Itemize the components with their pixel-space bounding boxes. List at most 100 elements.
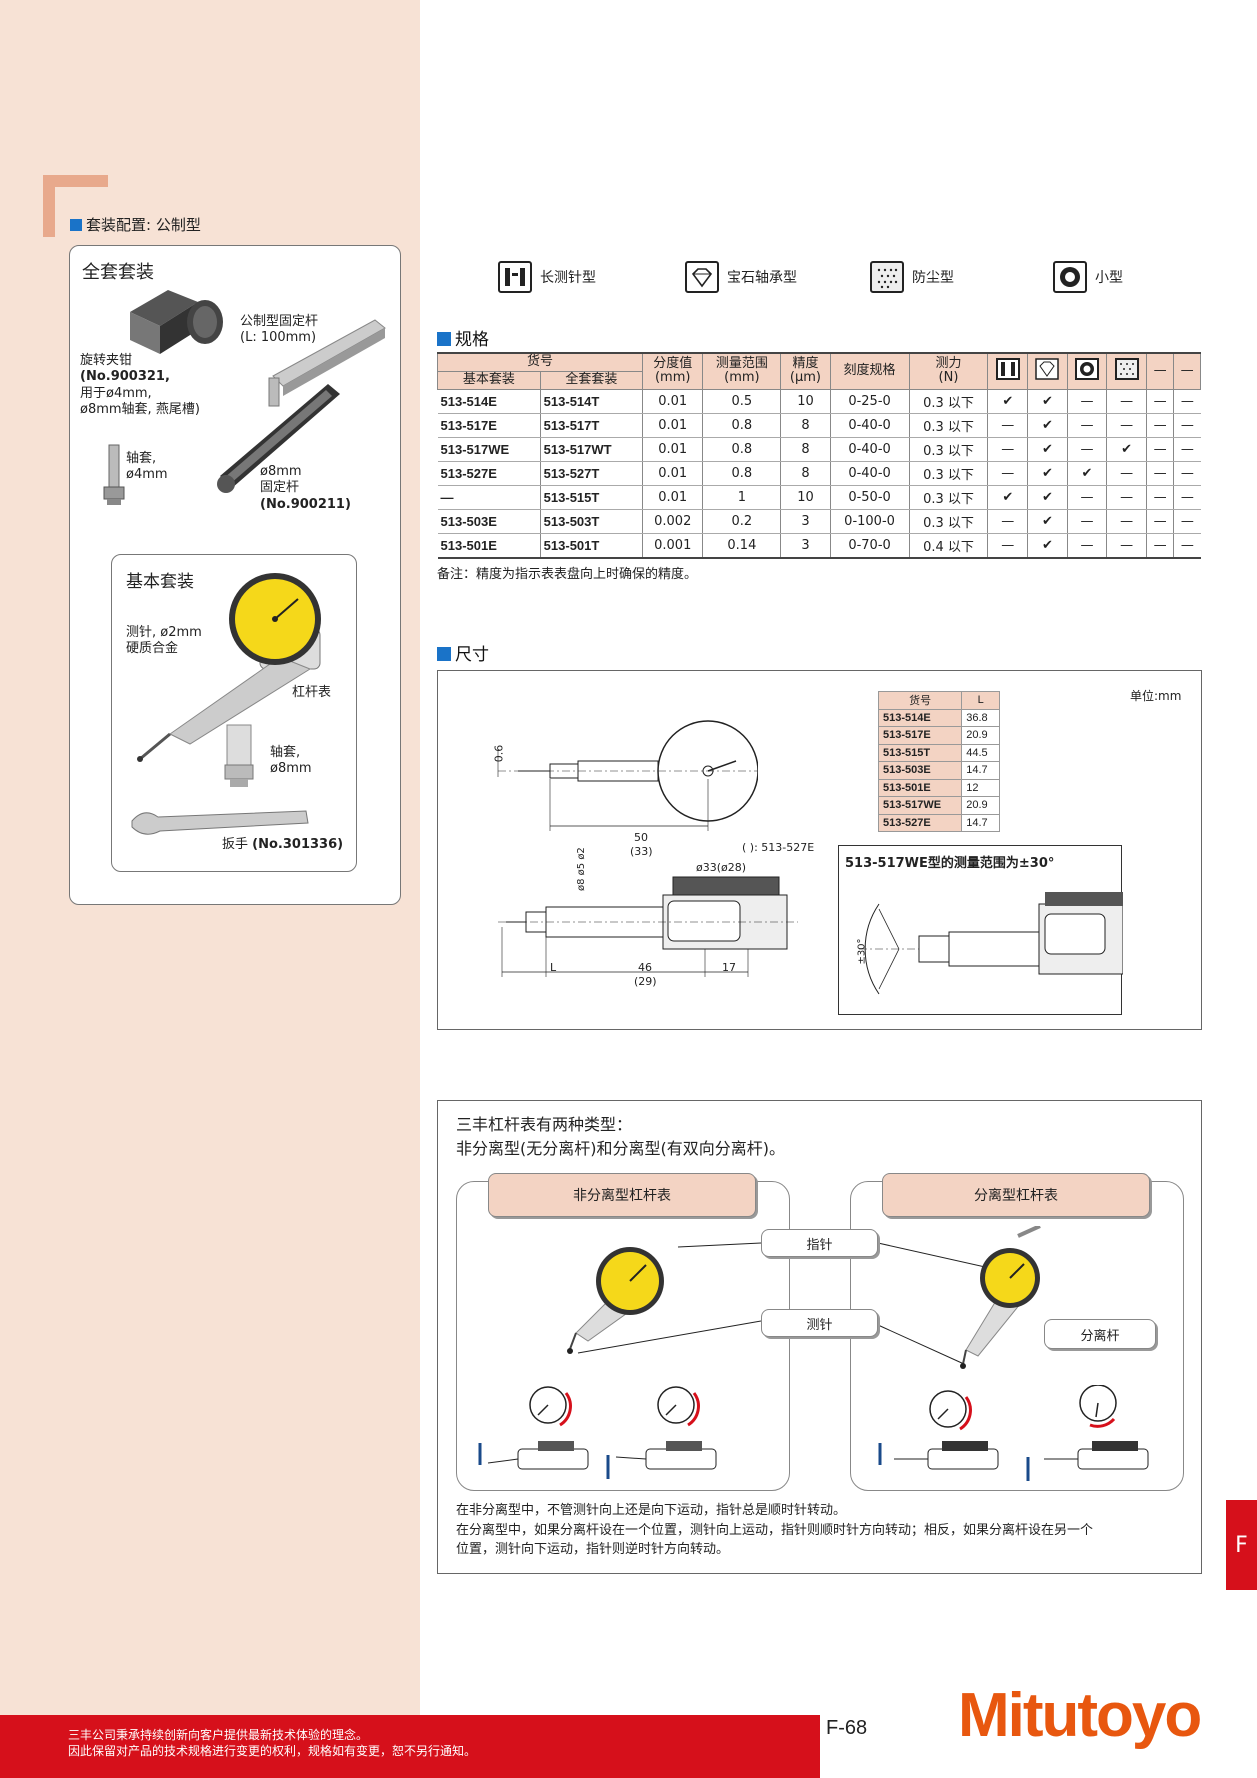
non-separable-title: 非分离型杠杆表 <box>488 1173 756 1217</box>
spec-cell: 0.001 <box>642 533 703 559</box>
types-title: 三丰杠杆表有两种类型： 非分离型(无分离杆)和分离型(有双向分离杆)。 <box>456 1113 785 1161</box>
compact-icon <box>1053 261 1087 293</box>
jewel-bearing-icon <box>685 261 719 293</box>
spec-cell: 0-40-0 <box>829 413 909 438</box>
spec-cell: 513-501E <box>437 533 541 559</box>
spec-cell: — <box>1066 413 1107 438</box>
wrench-number: (No.301336) <box>252 837 344 852</box>
spec-header-dash-1: — <box>1145 352 1175 390</box>
spec-cell: ✔ <box>1066 461 1107 486</box>
spec-cell: 0-50-0 <box>829 485 909 510</box>
spec-cell: 0.01 <box>642 413 703 438</box>
full-set-panel: 全套套装 旋转夹钳 (No.900321, 用于ø4mm, ø8mm轴套, 燕尾… <box>69 245 401 905</box>
lengths-value-cell: 14.7 <box>961 761 1000 780</box>
spec-cell: ✔ <box>1027 533 1068 559</box>
dim-l: L <box>550 961 557 974</box>
spec-cell: 0-70-0 <box>829 533 909 559</box>
section-tab-f: F <box>1226 1500 1257 1590</box>
spec-cell: 513-517WE <box>437 437 541 462</box>
spec-cell: 0.3 以下 <box>908 509 988 534</box>
spec-header-dustproof <box>1106 352 1147 390</box>
spec-cell: 0.3 以下 <box>908 437 988 462</box>
dim-29: (29) <box>634 975 657 988</box>
legend-compact-label: 小型 <box>1095 270 1123 286</box>
spec-cell: — <box>1145 533 1174 559</box>
spec-cell: 513-527E <box>437 461 541 486</box>
spec-cell: ✔ <box>1106 437 1147 462</box>
sleeve-8mm-illustration <box>224 724 254 787</box>
spec-cell: — <box>1173 437 1201 462</box>
spec-cell: 8 <box>780 437 831 462</box>
spec-header-accuracy: 精度 (µm) <box>780 352 831 390</box>
dimensions-title-text: 尺寸 <box>455 645 489 665</box>
spec-cell: 0.5 <box>702 389 781 414</box>
spec-cell: 3 <box>780 533 831 559</box>
spec-cell: ✔ <box>1027 509 1068 534</box>
brand-logo: Mitutoyo <box>958 1681 1202 1750</box>
spec-cell: 0.3 以下 <box>908 461 988 486</box>
spec-cell: ✔ <box>1027 437 1068 462</box>
spec-cell: — <box>1173 413 1201 438</box>
spec-header-range: 测量范围 (mm) <box>702 352 782 390</box>
long-stylus-icon <box>995 357 1020 380</box>
basic-set-panel: 基本套装 测针, ø2mm 硬质合金 杠杆表 轴套, ø8mm 扳手 (No.3… <box>111 554 357 872</box>
spec-cell: — <box>1066 509 1107 534</box>
connector-lines <box>577 1242 1004 1365</box>
lengths-value-cell: 44.5 <box>961 743 1000 762</box>
spec-cell: 0-40-0 <box>829 437 909 462</box>
lengths-model-cell: 513-517WE <box>877 796 963 815</box>
lengths-value-cell: 12 <box>961 778 1000 797</box>
separable-indicator <box>960 1226 1041 1369</box>
section-square-icon <box>437 332 451 346</box>
dim-50: 50 <box>634 831 648 844</box>
lengths-value-cell: 20.9 <box>961 726 1000 745</box>
full-set-title: 全套套装 <box>82 262 154 283</box>
spec-cell: — <box>1173 509 1201 534</box>
dim-46: 46 <box>638 961 652 974</box>
wrench-illustration <box>131 810 309 835</box>
lengths-header-model: 货号 <box>877 691 963 710</box>
pointer-callout: 指针 <box>761 1229 878 1257</box>
footer-line1: 三丰公司秉承持续创新向客户提供最新技术体验的理念。 <box>68 1728 369 1742</box>
spec-cell: — <box>1066 533 1107 559</box>
lengths-model-cell: 513-527E <box>877 813 963 832</box>
basic-set-title: 基本套装 <box>126 572 194 592</box>
separable-motion-diagram <box>878 1385 1149 1481</box>
clamp-label: 旋转夹钳 (No.900321, 用于ø4mm, ø8mm轴套, 燕尾槽) <box>80 353 220 418</box>
lengths-value-cell: 20.9 <box>961 796 1000 815</box>
rod-8mm-illustration <box>217 384 340 493</box>
metric-rod-label: 公制型固定杆 (L: 100mm) <box>240 314 319 346</box>
spec-table: 货号 分度值 (mm) 测量范围 (mm) 精度 (µm) 刻度规格 测力 (N… <box>436 352 1201 559</box>
types-title-line1: 三丰杠杆表有两种类型： <box>456 1115 633 1134</box>
spec-cell: 513-501T <box>539 533 643 559</box>
lengths-model-cell: 513-515T <box>877 743 963 762</box>
spec-cell: 10 <box>780 389 831 414</box>
lengths-header-l: L <box>961 691 1000 710</box>
spec-cell: — <box>1106 533 1147 559</box>
spec-cell: 0.14 <box>702 533 781 559</box>
sleeve-4mm-label: 轴套, ø4mm <box>126 451 168 483</box>
spec-cell: 513-515T <box>539 485 643 510</box>
lengths-model-cell: 513-503E <box>877 761 963 780</box>
long-stylus-icon <box>498 261 532 293</box>
unit-label: 单位:mm <box>1130 689 1182 703</box>
spec-header-model: 货号 <box>436 352 644 372</box>
metric-rod-illustration <box>268 319 386 407</box>
dim-33: (33) <box>630 845 653 858</box>
spec-cell: — <box>1145 413 1174 438</box>
stylus-label: 测针, ø2mm 硬质合金 <box>126 625 202 657</box>
spec-header-jewel <box>1027 352 1068 390</box>
paren-note: ( ): 513-527E <box>742 841 815 854</box>
spec-title: 规格 <box>437 325 489 350</box>
